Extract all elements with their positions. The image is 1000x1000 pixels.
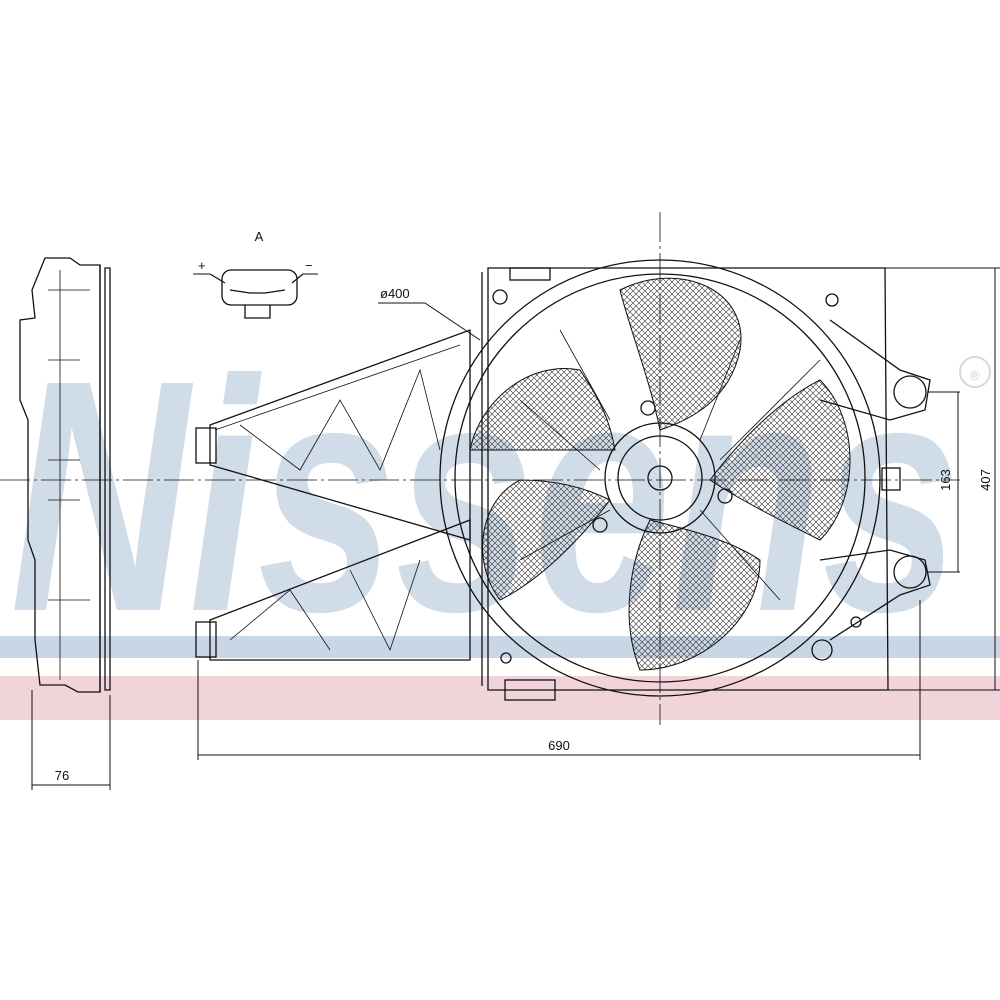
width-dimension: 690 bbox=[548, 738, 570, 753]
depth-dimension: 76 bbox=[55, 768, 69, 783]
height-dimension: 407 bbox=[978, 469, 993, 491]
watermark-blue-stripe bbox=[0, 636, 1000, 658]
dimension-lines: 407 163 690 bbox=[197, 267, 1000, 760]
connector-view: A + − bbox=[193, 229, 318, 319]
connector-minus-label: − bbox=[305, 258, 313, 273]
connector-view-label: A bbox=[255, 229, 264, 244]
registered-mark-circle bbox=[959, 356, 991, 388]
fan-diameter-dimension: ø400 bbox=[380, 286, 410, 301]
connector-plus-label: + bbox=[198, 258, 206, 273]
fan bbox=[439, 259, 881, 697]
registered-mark: ® bbox=[970, 368, 980, 383]
side-view: 76 bbox=[19, 257, 111, 790]
watermark-red-stripe bbox=[0, 676, 1000, 720]
mount-spacing-dimension: 163 bbox=[938, 469, 953, 491]
